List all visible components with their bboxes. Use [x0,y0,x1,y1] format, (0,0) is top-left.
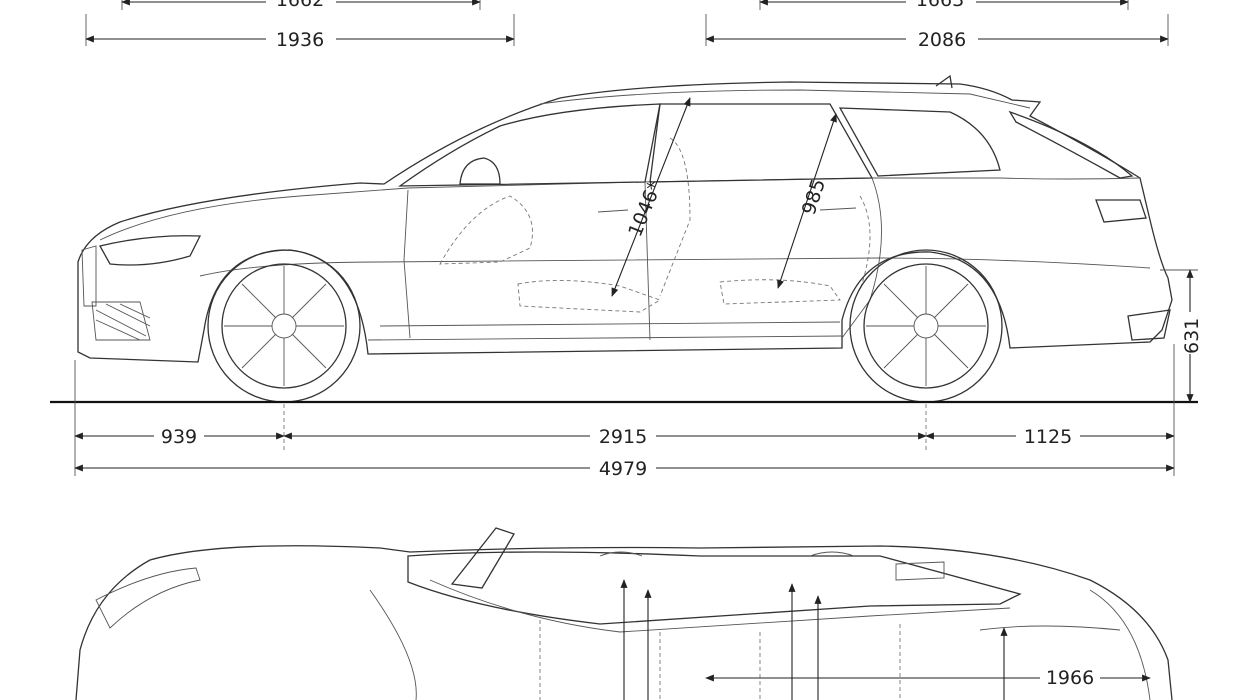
top-mirror [450,527,515,589]
length-dimensions: 939 2915 1125 4979 [74,344,1175,480]
front-door-edge [403,189,411,339]
roof-antenna [935,74,953,89]
car-top-view [75,527,1173,700]
side-mirror [459,157,501,185]
rear-wheel [849,249,1003,403]
roof-rail [539,89,1031,109]
dim-label-load-sill: 631 [1181,318,1203,354]
dim-line-rear-headroom [777,113,837,289]
top-view-dimensions: 1966 [620,579,1151,700]
dim-label-top-left: 1936 [276,29,324,51]
headroom-dimensions: 1046* 985 [611,97,837,297]
front-wheel-spokes [224,266,344,386]
top-cargo-edge [979,625,1121,631]
top-handle-2 [809,551,855,557]
grille-mesh [95,303,151,341]
beltline [407,177,1141,189]
shoulder-line [199,257,1151,277]
dim-label-wheelbase: 2915 [599,426,647,448]
top-hood-line [369,589,417,700]
dim-label-overall-length: 4979 [599,458,647,480]
top-fuel-flap [895,561,945,581]
steering-wheel-dashed [439,195,533,265]
sill-line [367,335,843,341]
dim-line-front-headroom [611,97,691,297]
dim-label-front-overhang: 939 [161,426,197,448]
headlight [99,235,202,266]
rear-window [1008,110,1134,179]
front-window [397,103,661,187]
top-dimensions: 1662 1936 1663 2086 [85,0,1169,51]
top-windshield [407,551,1022,625]
dim-label-rear-headroom: 985 [798,176,830,217]
front-seat-dashed [517,279,662,313]
car-body-outline [77,81,1173,363]
exhaust [1127,309,1171,341]
dim-label-top-right-partial: 1663 [916,0,964,11]
rear-seatback-dashed [859,195,871,291]
front-grille [81,245,97,307]
dim-label-top-left-partial: 1662 [276,0,324,11]
car-side-view [77,74,1173,363]
taillight [1095,199,1147,223]
top-roof-edge [429,579,1011,633]
rear-door-handle [819,207,857,211]
rear-wheel-spokes [866,266,986,386]
top-body-outline [75,545,1173,700]
rear-door-edge [841,177,882,339]
sill-line-2 [379,321,841,327]
dim-label-rear-overhang: 1125 [1024,426,1072,448]
top-handle-1 [599,551,643,557]
dim-label-load-length: 1966 [1046,667,1094,689]
front-door-handle [597,209,629,213]
dim-label-top-right: 2086 [918,29,966,51]
top-seat-dashed [539,620,901,700]
top-rear-line [1089,589,1151,700]
lower-grille [91,301,151,341]
load-sill-dimension: 631 [1160,269,1203,403]
quarter-window [838,107,1001,177]
top-headlight [95,567,201,629]
dim-label-front-headroom: 1046* [624,178,666,240]
hood-line [99,187,409,241]
